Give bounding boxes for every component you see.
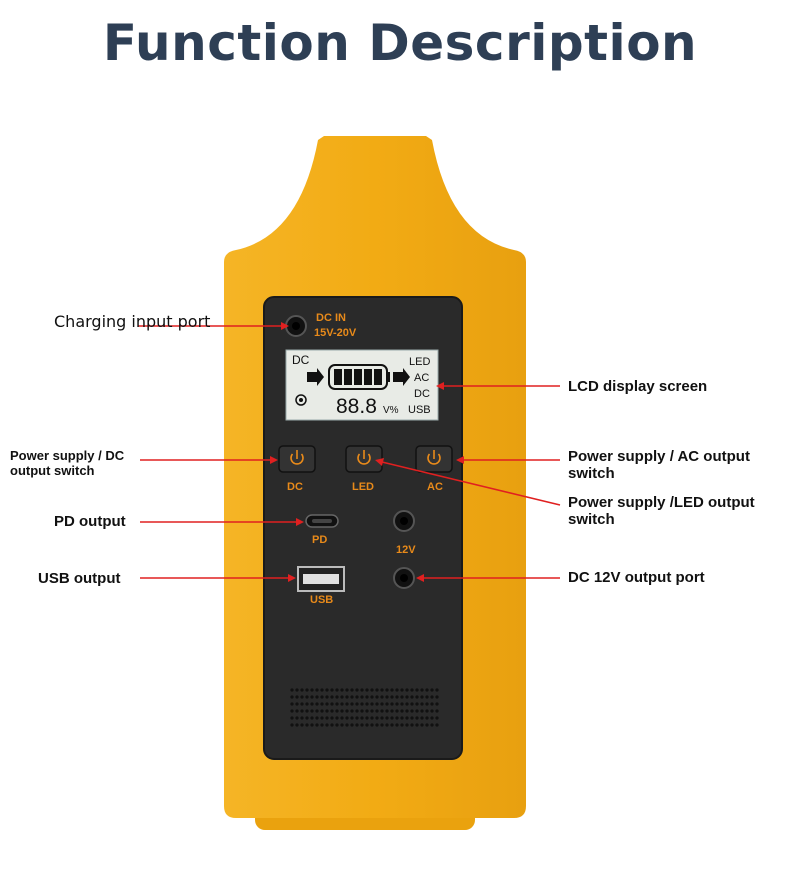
page-title: Function Description bbox=[102, 14, 698, 72]
label-pd-output: PD output bbox=[54, 513, 126, 530]
power-icon bbox=[290, 450, 304, 465]
arrow-right-icon bbox=[307, 368, 324, 386]
callout-arrows bbox=[138, 322, 561, 582]
label-charging-input-port: Charging input port bbox=[54, 312, 211, 331]
label-lcd-display-screen: LCD display screen bbox=[568, 378, 708, 395]
dc12v-output-port[interactable] bbox=[393, 567, 415, 589]
led-button-label: LED bbox=[352, 481, 374, 493]
lcd-label-dc-left: DC bbox=[292, 353, 310, 367]
dc-switch-button[interactable] bbox=[278, 445, 316, 473]
ac-button-label: AC bbox=[427, 481, 443, 493]
label-ac-output-switch: Power supply / AC output switch bbox=[568, 448, 750, 482]
label-led-output-switch: Power supply /LED output switch bbox=[568, 494, 755, 528]
dc12v-jack-upper[interactable] bbox=[393, 510, 415, 532]
indicator-dot-icon bbox=[295, 394, 307, 406]
dc-in-label: DC IN bbox=[316, 312, 346, 324]
label-dc-output-switch: Power supply / DC output switch bbox=[10, 448, 125, 478]
dc-in-range: 15V-20V bbox=[314, 327, 357, 339]
v12-label: 12V bbox=[396, 544, 416, 556]
usb-label: USB bbox=[310, 594, 333, 606]
usb-port[interactable] bbox=[297, 566, 345, 592]
lcd-label-usb: USB bbox=[408, 404, 431, 416]
label-usb-output: USB output bbox=[38, 570, 121, 587]
lcd-label-ac: AC bbox=[414, 372, 429, 384]
dc-button-label: DC bbox=[287, 481, 303, 493]
lcd-digits: 88.8 bbox=[336, 395, 377, 418]
pd-port[interactable] bbox=[305, 514, 339, 528]
speaker-grille bbox=[290, 688, 439, 727]
lcd-label-led: LED bbox=[409, 356, 430, 368]
label-dc12v-output-port: DC 12V output port bbox=[568, 569, 705, 586]
lcd-label-dc: DC bbox=[414, 388, 430, 400]
ac-switch-button[interactable] bbox=[415, 445, 453, 473]
arrow-right-icon bbox=[393, 368, 410, 386]
lcd-units: V% bbox=[383, 405, 399, 416]
power-icon bbox=[357, 450, 371, 465]
led-switch-button[interactable] bbox=[345, 445, 383, 473]
power-icon bbox=[427, 450, 441, 465]
pd-label: PD bbox=[312, 534, 327, 546]
lcd-display: DC 88.8 V% LED AC DC USB bbox=[285, 349, 439, 421]
